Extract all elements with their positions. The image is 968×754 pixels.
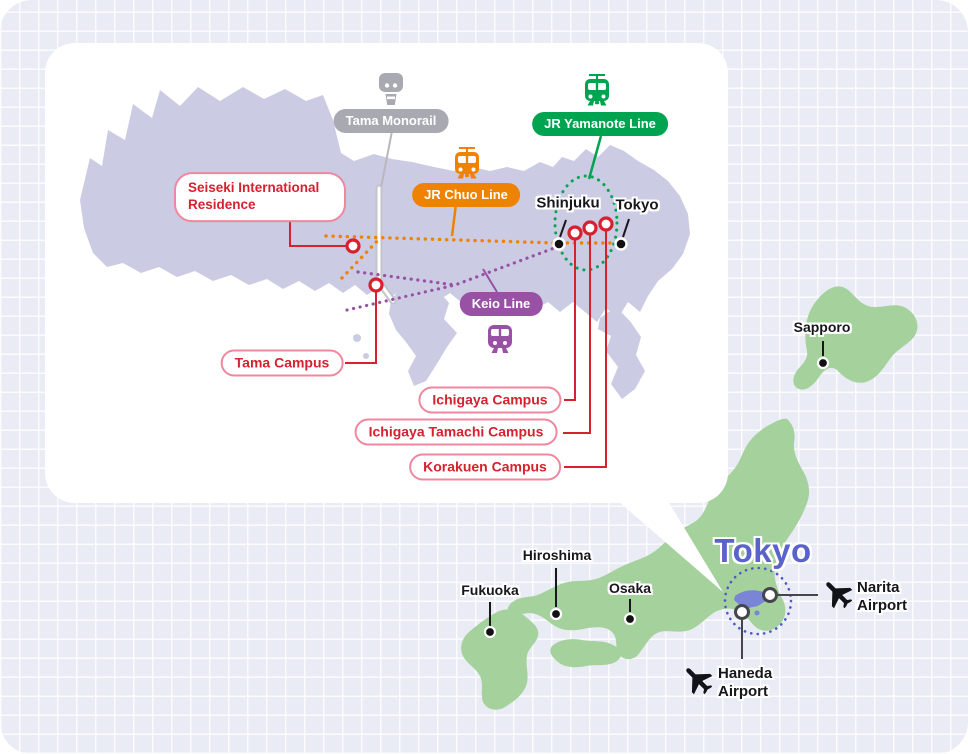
korakuen-campus-label: Korakuen Campus <box>409 453 561 481</box>
tama-campus-connector <box>345 291 377 364</box>
ichigaya-tamachi-campus-label: Ichigaya Tamachi Campus <box>354 418 558 446</box>
japan-landmass <box>461 286 918 710</box>
shikoku-shape <box>550 639 621 668</box>
jr-chuo-line-label: JR Chuo Line <box>412 183 520 207</box>
station-label-shinjuku: Shinjuku <box>536 194 600 212</box>
tama-monorail-label: Tama Monorail <box>333 109 449 133</box>
jr-yamanote-line-label: JR Yamanote Line <box>532 112 668 136</box>
small-island <box>724 512 734 526</box>
city-label-fukuoka: Fukuoka <box>461 582 519 598</box>
seiseki-marker <box>345 238 361 254</box>
jr-chuo-line-dotted-west <box>340 235 383 280</box>
seiseki-residence-label: Seiseki International Residence <box>174 172 346 222</box>
shinjuku-label-connector <box>559 219 567 238</box>
osaka-dot <box>623 612 637 626</box>
metro-islet <box>363 353 369 359</box>
haneda-marker <box>734 604 750 620</box>
metro-peninsula-south <box>389 281 457 386</box>
metro-main-shape <box>80 87 690 322</box>
small-island <box>617 645 623 651</box>
campus-connectors <box>289 219 607 468</box>
ichigaya-marker <box>567 225 583 241</box>
ichigaya-connector <box>564 239 576 401</box>
korakuen-connector <box>564 230 607 468</box>
tokyo-station-label-connector <box>622 218 630 238</box>
ichigaya-tamachi-connector <box>563 234 591 434</box>
seiseki-connector <box>289 219 347 247</box>
airplane-icon-narita <box>821 577 853 614</box>
city-label-osaka: Osaka <box>608 580 652 596</box>
ichigaya-campus-label: Ichigaya Campus <box>418 386 562 414</box>
train-icon-keio <box>486 324 514 362</box>
korakuen-marker <box>598 216 614 232</box>
tokyo-highlight-circle <box>723 566 793 636</box>
honshu-shape <box>507 418 810 660</box>
small-island <box>734 529 740 535</box>
keio-label-connector <box>482 268 498 293</box>
city-markers <box>489 341 824 626</box>
tokyo-region-islet <box>754 610 760 616</box>
jr-yamanote-label-connector <box>587 135 603 180</box>
airplane-icon-haneda <box>681 663 713 700</box>
monorail-icon <box>378 72 404 111</box>
airport-label-narita: Narita Airport <box>857 579 907 615</box>
train-icon-chuo <box>452 145 482 186</box>
jr-yamanote-loop <box>553 174 619 272</box>
hiroshima-dot <box>549 607 563 621</box>
jr-chuo-label-connector <box>450 203 458 237</box>
sapporo-dot <box>816 356 830 370</box>
tama-campus-label: Tama Campus <box>220 349 344 377</box>
keio-line-label: Keio Line <box>459 292 543 316</box>
metro-peninsula-east <box>598 307 645 399</box>
airport-markers <box>734 587 818 659</box>
station-label-tokyo: Tokyo <box>615 196 659 214</box>
campus-markers <box>345 216 614 293</box>
tama-monorail-label-connector <box>380 130 393 189</box>
city-label-sapporo: Sapporo <box>793 319 851 335</box>
narita-marker <box>762 587 778 603</box>
kyushu-shape <box>461 609 539 710</box>
ichigaya-tamachi-marker <box>582 220 598 236</box>
airport-label-haneda: Haneda Airport <box>718 665 773 701</box>
tama-campus-marker <box>368 277 384 293</box>
keio-line-branch-dotted <box>356 270 457 287</box>
city-dots <box>483 356 830 639</box>
region-label-tokyo: Tokyo <box>714 532 812 569</box>
train-icon-yamanote <box>582 72 612 113</box>
city-label-hiroshima: Hiroshima <box>522 547 592 563</box>
metro-islet <box>353 334 361 342</box>
jr-chuo-line-dotted <box>324 234 623 245</box>
shinjuku-station-dot <box>552 237 566 251</box>
tokyo-station-dot <box>614 237 628 251</box>
tokyo-metro-area <box>80 87 690 399</box>
callout-wedge <box>618 501 723 592</box>
fukuoka-dot <box>483 625 497 639</box>
